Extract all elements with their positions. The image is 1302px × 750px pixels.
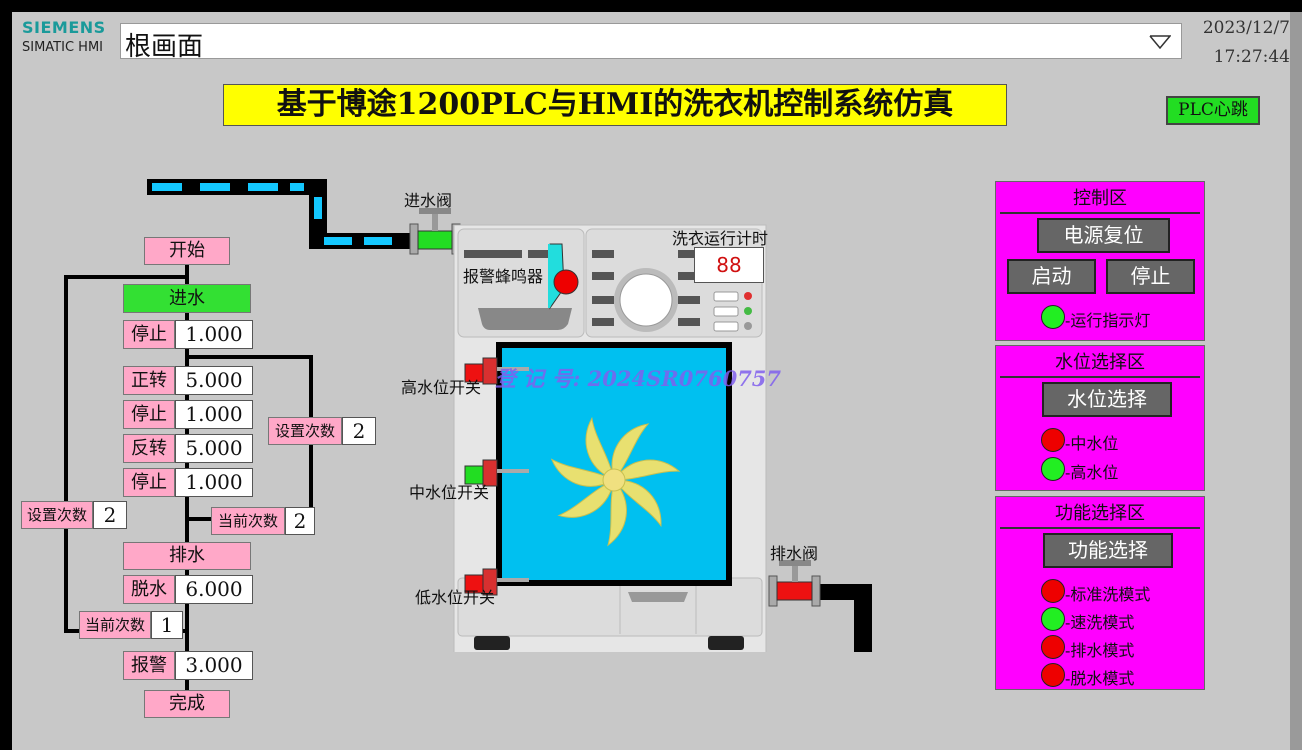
buzzer-icon [548,243,579,310]
flow-drain: 排水 [123,542,251,570]
flow-stop2-label: 停止 [123,400,175,429]
flow-forward-label: 正转 [123,366,175,395]
plc-heartbeat-indicator: PLC心跳 [1166,96,1260,125]
flow-line [187,355,311,359]
brand-text: SIEMENS [22,18,106,37]
quick-wash-option-label: -速洗模式 [1065,613,1135,632]
quick-wash-lamp [1041,607,1065,631]
timer-label: 洗衣运行计时 [672,229,769,248]
water-level-title: 水位选择区 [1055,352,1145,373]
page-title: 基于博途1200PLC与HMI的洗衣机控制系统仿真 [223,84,1007,126]
flow-stop2-value[interactable]: 1.000 [175,400,253,429]
low-level-switch[interactable] [464,568,529,596]
run-indicator-lamp [1041,305,1065,329]
run-indicator-label: -运行指示灯 [1065,311,1151,330]
flow-spin-label: 脱水 [123,575,175,604]
drain-valve-label: 排水阀 [770,544,819,563]
power-reset-button[interactable]: 电源复位 [1037,218,1170,253]
inner-set-count-label: 设置次数 [268,417,342,445]
flow-spin-value[interactable]: 6.000 [175,575,253,604]
standard-wash-text: 标准洗模式 [1070,585,1151,604]
flow-forward-value[interactable]: 5.000 [175,366,253,395]
high-level-switch[interactable] [464,357,529,385]
product-text: SIMATIC HMI [22,40,103,55]
date-display: 2023/12/7 [1202,18,1290,38]
registration-watermark: 登 记 号: 2024SR0760757 [495,366,782,391]
high-level-lamp [1041,457,1065,481]
spin-mode-text: 脱水模式 [1070,669,1135,688]
spin-mode-option-label: -脱水模式 [1065,669,1135,688]
flow-reverse-value[interactable]: 5.000 [175,434,253,463]
mid-switch-label: 中水位开关 [409,483,490,502]
high-switch-label: 高水位开关 [401,378,482,397]
scrollbar[interactable] [1290,12,1302,750]
buzzer-label: 报警蜂鸣器 [463,267,544,286]
flow-stop1-label: 停止 [123,320,175,349]
control-area-title: 控制区 [1073,188,1127,209]
inner-current-count-value: 2 [285,507,315,535]
mid-level-option-label: -中水位 [1065,434,1119,453]
function-panel: 功能选择区 功能选择 -标准洗模式 -速洗模式 -排水模式 -脱水模式 [995,496,1205,690]
hmi-panel: SIEMENS SIMATIC HMI 根画面 2023/12/7 17:27:… [12,12,1290,750]
drain-pipe [818,584,872,652]
control-area-panel: 控制区 电源复位 启动 停止 -运行指示灯 [995,181,1205,341]
timer-display: 88 [694,247,764,283]
time-display: 17:27:44 [1213,47,1290,67]
flow-inlet: 进水 [123,284,251,313]
inner-current-count-label: 当前次数 [211,507,285,535]
inlet-pipe [147,179,419,249]
flow-alarm-label: 报警 [123,651,175,680]
flow-stop3-value[interactable]: 1.000 [175,468,253,497]
outer-set-count-label: 设置次数 [21,501,93,529]
mid-level-switch[interactable] [464,459,529,487]
drain-mode-text: 排水模式 [1070,641,1135,660]
spin-mode-lamp [1041,663,1065,687]
drain-mode-lamp [1041,635,1065,659]
high-level-option-label: -高水位 [1065,463,1119,482]
mid-level-lamp [1041,428,1065,452]
siemens-logo: SIEMENS SIMATIC HMI [22,18,122,58]
flow-stop3-label: 停止 [123,468,175,497]
inlet-valve-label: 进水阀 [404,191,453,210]
standard-wash-option-label: -标准洗模式 [1065,585,1151,604]
flow-start: 开始 [144,237,230,265]
flow-line [64,275,68,632]
inlet-valve[interactable] [409,208,461,255]
outer-set-count-value[interactable]: 2 [93,501,127,529]
water-level-select-button[interactable]: 水位选择 [1042,382,1172,417]
high-level-text: 高水位 [1070,463,1119,482]
outer-current-count-label: 当前次数 [79,611,151,639]
screen-name: 根画面 [125,32,204,62]
divider [1000,212,1200,214]
agitator-icon [550,416,681,547]
quick-wash-text: 速洗模式 [1070,613,1135,632]
stop-button[interactable]: 停止 [1106,259,1195,294]
drain-valve[interactable] [768,560,821,607]
drain-mode-option-label: -排水模式 [1065,641,1135,660]
inner-set-count-value[interactable]: 2 [342,417,376,445]
mid-level-text: 中水位 [1070,434,1119,453]
low-switch-label: 低水位开关 [415,588,496,607]
flow-stop1-value[interactable]: 1.000 [175,320,253,349]
standard-wash-lamp [1041,579,1065,603]
chevron-down-icon[interactable] [1149,35,1171,49]
water-level-panel: 水位选择区 水位选择 -中水位 -高水位 [995,345,1205,491]
flow-alarm-value[interactable]: 3.000 [175,651,253,680]
washing-machine-graphic [147,179,872,652]
screen-selector[interactable]: 根画面 [120,23,1182,62]
start-button[interactable]: 启动 [1007,259,1096,294]
flow-reverse-label: 反转 [123,434,175,463]
flow-line [64,275,187,279]
outer-current-count-value: 1 [151,611,183,639]
divider [1000,376,1200,378]
function-select-button[interactable]: 功能选择 [1043,533,1173,568]
function-title: 功能选择区 [1055,503,1145,524]
flow-done: 完成 [144,690,230,718]
run-indicator-text: 运行指示灯 [1070,311,1151,330]
divider [1000,527,1200,529]
